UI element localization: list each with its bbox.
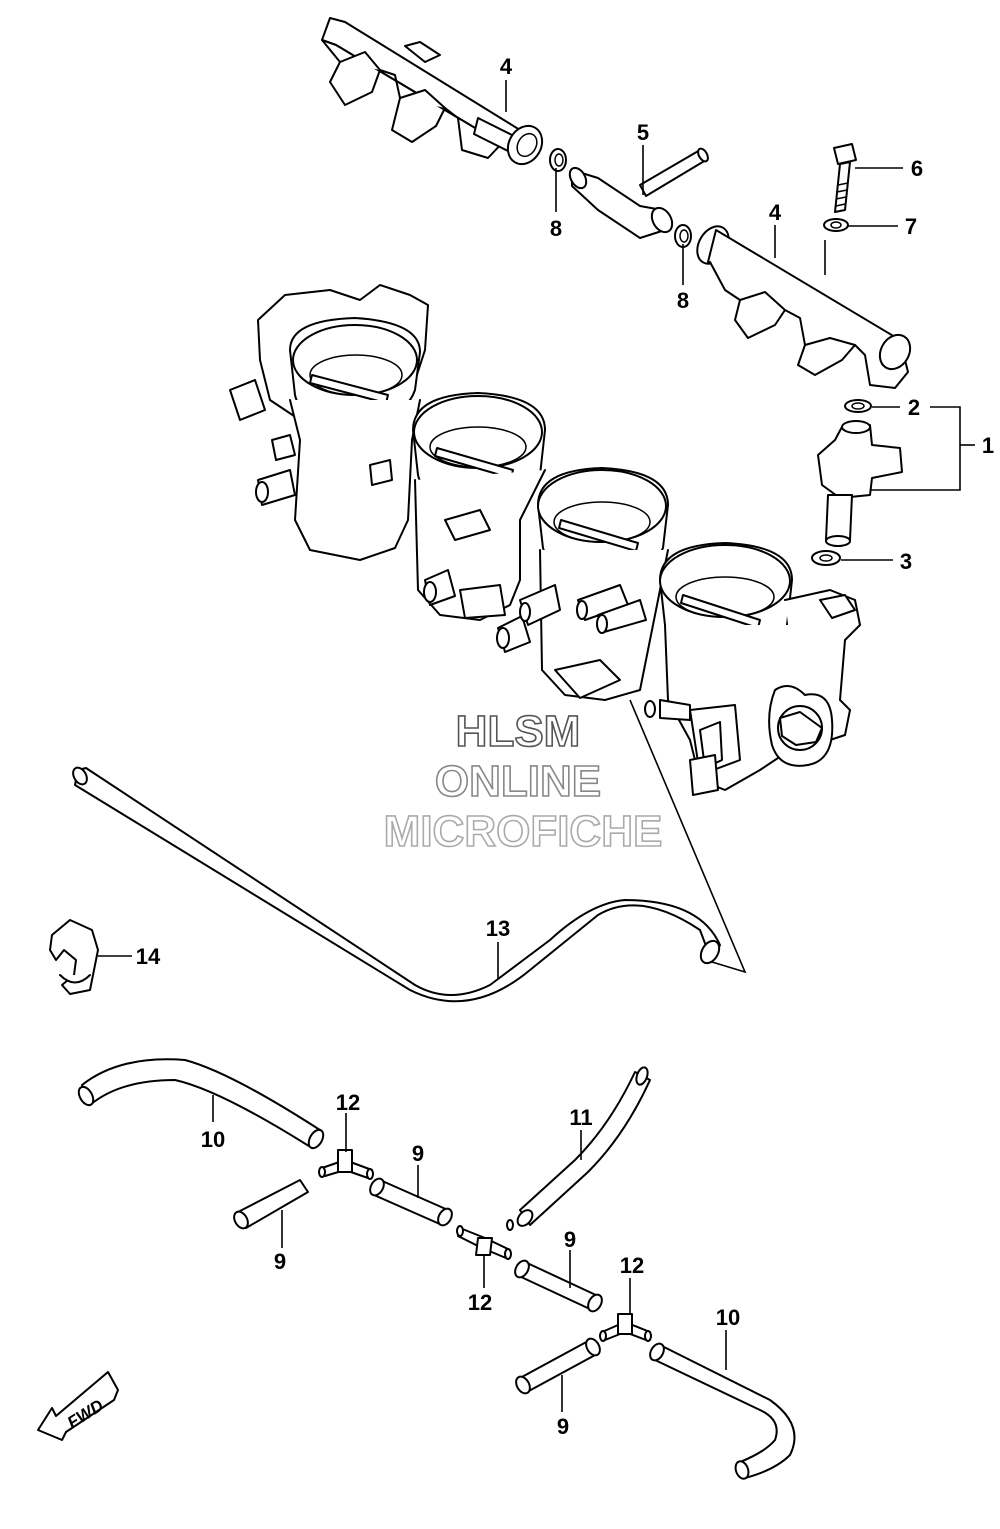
callout-4-lower: 4 [769,200,782,225]
t-joint-upper [318,1149,374,1180]
callout-12-lower-right: 12 [620,1253,644,1278]
callout-9-c: 9 [564,1227,576,1252]
callout-9-d: 9 [557,1414,569,1439]
callout-10-upper: 10 [201,1127,225,1152]
callout-6: 6 [911,156,923,181]
bolt [833,143,857,213]
fuel-injector [811,399,903,566]
leader-hose-13-location [629,699,747,974]
hose-clamp [49,919,99,995]
callout-12-upper: 12 [336,1090,360,1115]
leader-lines [98,80,975,1412]
callout-9-b: 9 [412,1141,424,1166]
watermark-line-1: HLSM [456,707,581,756]
t-joint-middle [456,1219,514,1260]
callout-10-lower: 10 [716,1305,740,1330]
hose-9-b [369,1177,453,1227]
callout-labels: 4 5 6 8 4 7 8 2 1 3 13 14 12 11 10 9 9 9… [136,54,994,1439]
callout-3: 3 [900,549,912,574]
callout-14: 14 [136,944,161,969]
callout-2: 2 [908,395,920,420]
callout-5: 5 [637,120,649,145]
hose-9-a [233,1179,309,1230]
t-joint-lower [599,1313,652,1342]
watermark-line-3: MICROFICHE [384,807,663,856]
callout-11: 11 [569,1105,592,1130]
callout-7: 7 [905,214,917,239]
hose-10-lower [649,1342,796,1480]
callout-12-middle: 12 [468,1290,492,1315]
throttle-body-assembly [229,284,861,796]
o-ring-left [549,148,567,172]
hose-11 [516,1066,651,1227]
hose-9-c [514,1259,603,1313]
hose-10-upper [77,1058,325,1150]
fuel-rail-upper [321,17,544,166]
fwd-arrow-icon: FWD [37,1371,119,1441]
callout-13: 13 [486,916,510,941]
callout-8-right: 8 [677,288,689,313]
hose-9-d [515,1337,601,1395]
callout-9-a: 9 [274,1249,286,1274]
watermark: HLSM ONLINE MICROFICHE [383,706,663,857]
callout-1: 1 [982,433,994,458]
watermark-line-2: ONLINE [435,757,601,806]
fuel-rail-lower [696,225,912,389]
joint-pipe [568,147,709,239]
o-ring-right [674,224,692,248]
hose-13 [72,766,721,1003]
callout-4-upper: 4 [500,54,513,79]
washer [823,218,849,232]
callout-8-left: 8 [550,216,562,241]
